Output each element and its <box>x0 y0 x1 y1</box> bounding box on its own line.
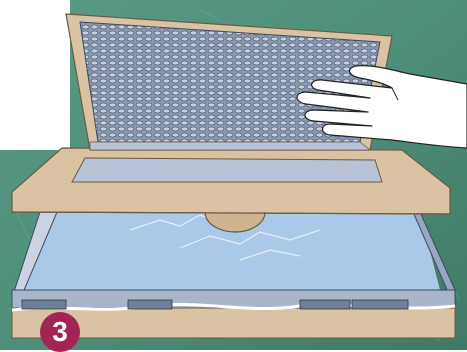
hinge-left <box>22 300 66 309</box>
step-number-badge: 3 <box>40 312 80 352</box>
hinge-right-b <box>352 300 408 309</box>
hinge-right-a <box>300 300 350 309</box>
hinge-middle <box>128 300 172 309</box>
